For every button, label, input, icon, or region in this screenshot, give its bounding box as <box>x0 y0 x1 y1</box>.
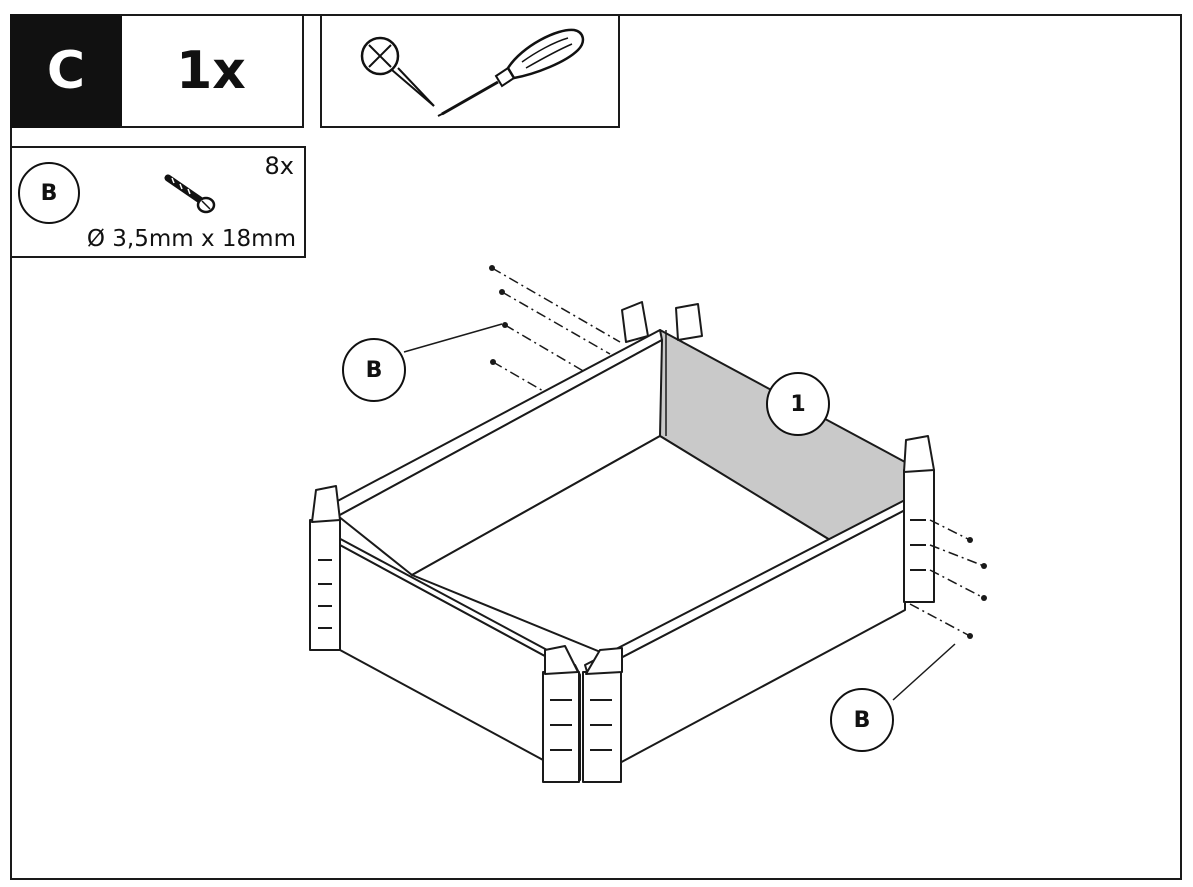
part-count: 8x <box>264 152 294 180</box>
corner-bracket-left <box>309 485 341 651</box>
callout-part-1: 1 <box>766 372 830 436</box>
step-letter: C <box>10 14 122 128</box>
screwdriver-icon <box>437 28 585 117</box>
tools-panel <box>320 14 620 128</box>
screw-icon <box>164 174 216 214</box>
callout-part-b-back: B <box>342 338 406 402</box>
corner-bracket-right <box>903 435 935 603</box>
callout-leaders <box>403 323 956 701</box>
parts-panel: B 8x Ø 3,5mm x 18mm <box>10 146 306 258</box>
step-quantity: 1x <box>120 14 304 128</box>
no-power-tool-icon <box>360 36 435 107</box>
screws-back <box>489 265 508 365</box>
screws-right <box>967 537 987 639</box>
callout-part-b-right: B <box>830 688 894 752</box>
part-label-badge: B <box>18 162 80 224</box>
corner-bracket-front <box>542 645 623 783</box>
part-size: Ø 3,5mm x 18mm <box>86 226 296 252</box>
tools-illustration <box>360 28 585 117</box>
screw-guides-back <box>491 267 621 393</box>
corner-bracket-back <box>621 301 703 343</box>
screw-guides-right <box>909 519 985 637</box>
